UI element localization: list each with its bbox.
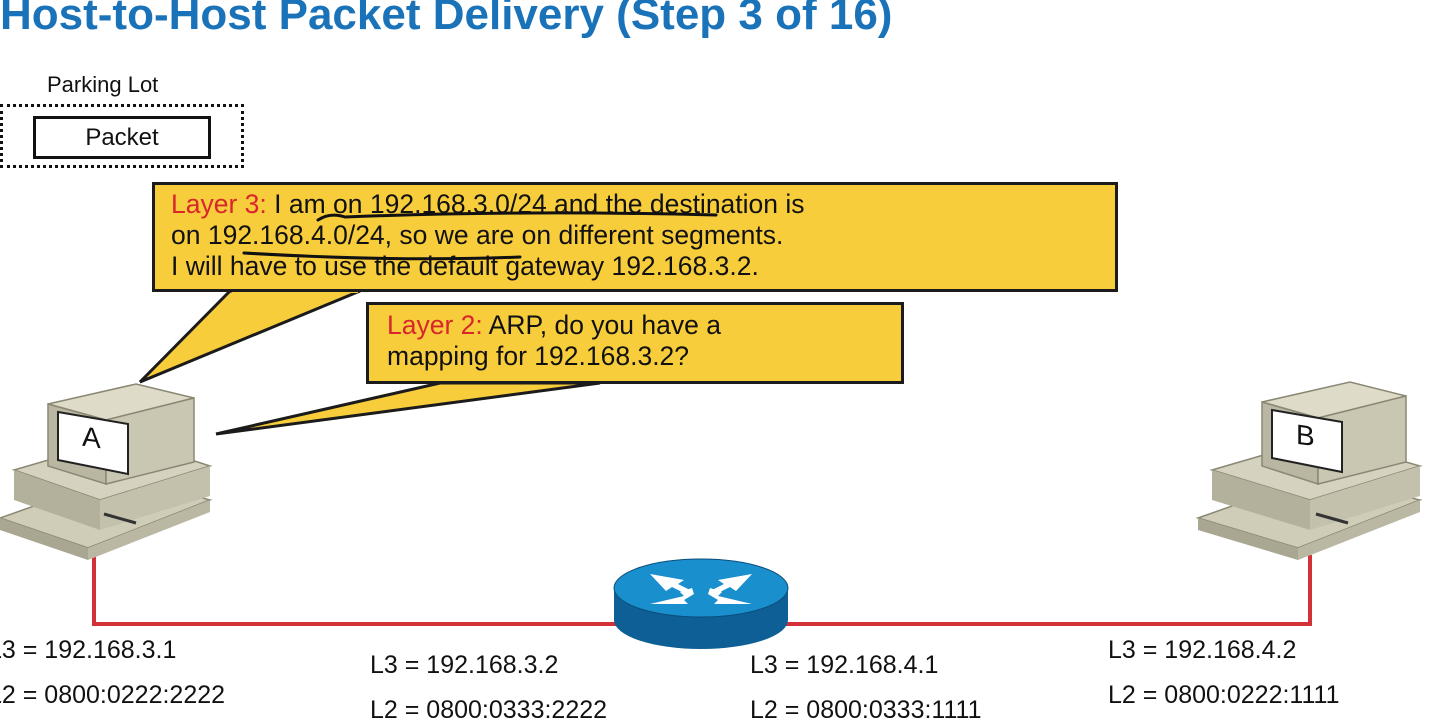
host-a-label: A: [82, 420, 101, 455]
callout-layer3-line2: on 192.168.4.0/24, so we are on differen…: [171, 220, 784, 250]
packet: Packet: [33, 116, 211, 159]
host-b-label: B: [1296, 418, 1315, 453]
parking-lot: [0, 104, 244, 168]
router-icon: [613, 558, 789, 649]
callout-layer3-line1: Layer 3: I am on 192.168.3.0/24 and the …: [171, 189, 1099, 220]
layer2-prefix: Layer 2:: [387, 310, 483, 340]
layer2-line1-text: ARP, do you have a: [482, 310, 721, 340]
page-title: Host-to-Host Packet Delivery (Step 3 of …: [0, 0, 893, 39]
parking-lot-label: Parking Lot: [47, 72, 159, 97]
callout-layer3: Layer 3: I am on 192.168.3.0/24 and the …: [152, 182, 1118, 292]
layer3-prefix: Layer 3:: [171, 189, 267, 219]
router-right-l2: L2 = 0800:0333:1111: [750, 696, 982, 724]
callout-layer2: Layer 2: ARP, do you have a mapping for …: [366, 302, 904, 384]
callout-layer2-line1: Layer 2: ARP, do you have a: [387, 310, 883, 341]
host-a-l3: L3 = 192.168.3.1: [0, 636, 177, 664]
computer-b-icon: [1195, 381, 1423, 560]
callout-tail-layer2: [215, 381, 601, 436]
computer-a-icon: [0, 383, 213, 560]
callout-layer3-line3: I will have to use the default gateway 1…: [171, 251, 759, 281]
layer3-line1-text: I am on 192.168.3.0/24 and the destinati…: [266, 189, 805, 219]
router-left-l2: L2 = 0800:0333:2222: [370, 696, 608, 724]
host-b-l2: L2 = 0800:0222:1111: [1108, 681, 1340, 709]
host-a-l2: L2 = 0800:0222:2222: [0, 681, 226, 709]
router-left-l3: L3 = 192.168.3.2: [370, 651, 559, 679]
host-b-l3: L3 = 192.168.4.2: [1108, 636, 1297, 664]
callout-tail-layer3: [138, 289, 361, 384]
router-right-l3: L3 = 192.168.4.1: [750, 651, 939, 679]
callout-layer2-line2: mapping for 192.168.3.2?: [387, 341, 690, 371]
